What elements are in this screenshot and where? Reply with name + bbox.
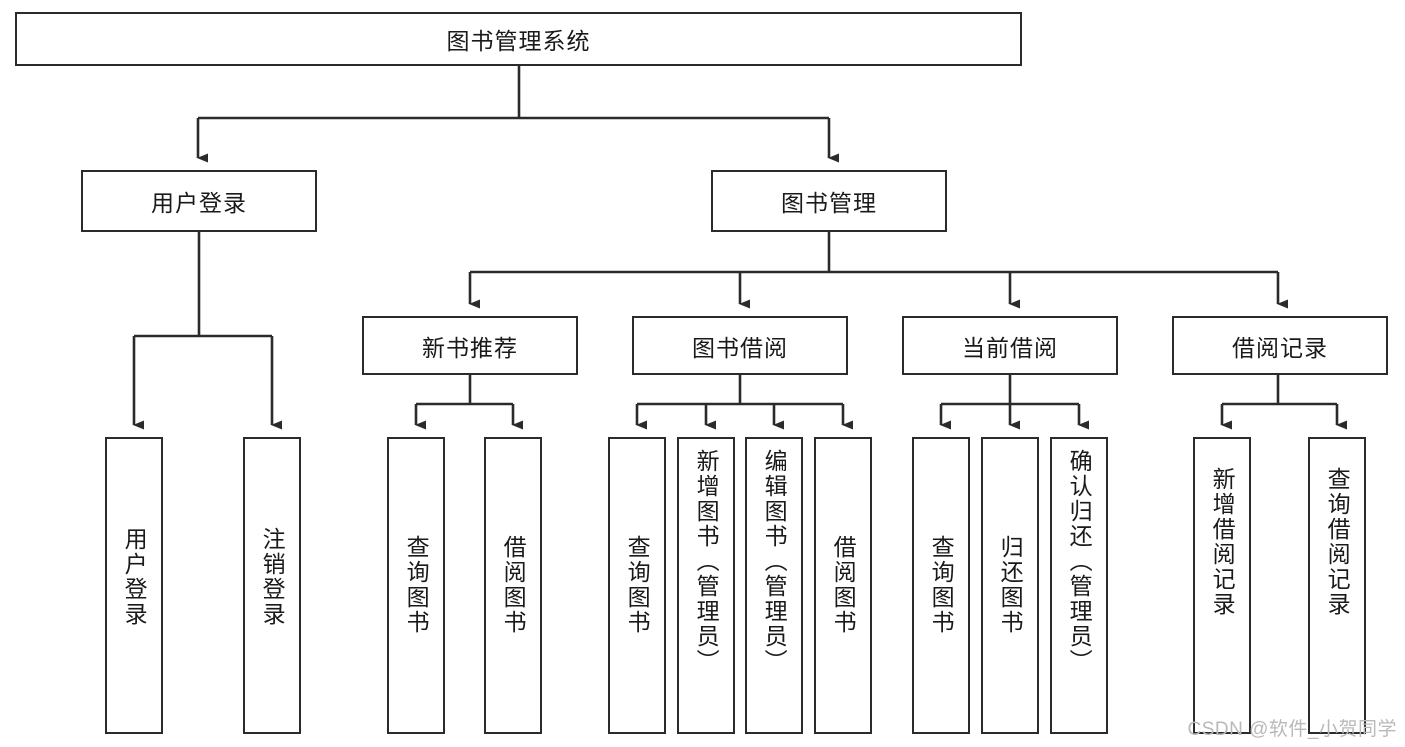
- node-root-book-management-system[interactable]: 图书管理系统: [15, 12, 1022, 66]
- node-book-management[interactable]: 图书管理: [711, 170, 947, 232]
- node-book-borrowing[interactable]: 图书借阅: [632, 316, 848, 375]
- node-label: 确认归还（管理员）: [1066, 449, 1093, 674]
- watermark-csdn: CSDN @软件_小贺同学: [1187, 719, 1397, 740]
- leaf-current-query-book[interactable]: 查询图书: [912, 437, 970, 734]
- node-label: 新书推荐: [422, 334, 518, 361]
- node-label: 新增借阅记录: [1209, 467, 1236, 617]
- node-label: 注销登录: [259, 527, 286, 627]
- node-label: 查询图书: [928, 535, 955, 635]
- leaf-current-confirm-return-admin[interactable]: 确认归还（管理员）: [1050, 437, 1108, 734]
- node-label: 用户登录: [151, 190, 247, 216]
- leaf-borrow-add-book-admin[interactable]: 新增图书（管理员）: [677, 437, 735, 734]
- node-label: 查询借阅记录: [1324, 467, 1351, 617]
- node-user-login[interactable]: 用户登录: [81, 170, 317, 232]
- node-label: 图书借阅: [692, 334, 788, 361]
- leaf-borrow-borrow-book[interactable]: 借阅图书: [814, 437, 872, 734]
- node-label: 图书管理: [781, 190, 877, 216]
- node-current-borrowing[interactable]: 当前借阅: [902, 316, 1118, 375]
- node-borrowing-record[interactable]: 借阅记录: [1172, 316, 1388, 375]
- node-label: 图书管理系统: [446, 28, 591, 54]
- leaf-record-query-borrow-record[interactable]: 查询借阅记录: [1308, 437, 1366, 734]
- leaf-current-return-book[interactable]: 归还图书: [981, 437, 1039, 734]
- node-label: 借阅图书: [830, 535, 857, 635]
- leaf-recommend-borrow-book[interactable]: 借阅图书: [484, 437, 542, 734]
- node-label: 借阅图书: [500, 535, 527, 635]
- leaf-user-login[interactable]: 用户登录: [105, 437, 163, 734]
- node-new-book-recommendation[interactable]: 新书推荐: [362, 316, 578, 375]
- leaf-borrow-edit-book-admin[interactable]: 编辑图书（管理员）: [745, 437, 803, 734]
- node-label: 编辑图书（管理员）: [761, 449, 788, 674]
- node-label: 当前借阅: [962, 334, 1058, 361]
- node-label: 查询图书: [624, 535, 651, 635]
- node-label: 用户登录: [121, 527, 148, 627]
- node-label: 借阅记录: [1232, 334, 1328, 361]
- leaf-record-add-borrow-record[interactable]: 新增借阅记录: [1193, 437, 1251, 734]
- leaf-borrow-query-book[interactable]: 查询图书: [608, 437, 666, 734]
- node-label: 查询图书: [403, 535, 430, 635]
- leaf-logout[interactable]: 注销登录: [243, 437, 301, 734]
- leaf-recommend-query-book[interactable]: 查询图书: [387, 437, 445, 734]
- node-label: 新增图书（管理员）: [693, 449, 720, 674]
- node-label: 归还图书: [997, 535, 1024, 635]
